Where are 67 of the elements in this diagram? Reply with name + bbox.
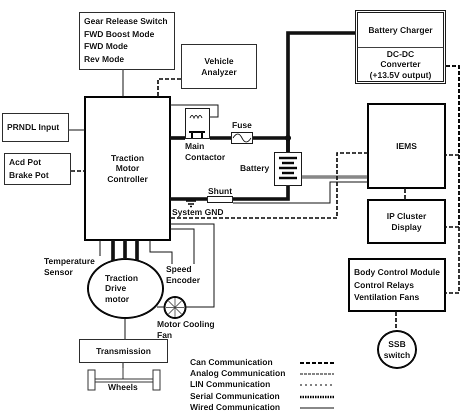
box-label: DC-DC Converter (+13.5V output): [368, 48, 432, 80]
wire: [135, 241, 139, 262]
wire: [233, 186, 290, 201]
component-box: [367, 103, 446, 189]
wire: [171, 197, 207, 201]
wire: [122, 70, 124, 96]
wire: [302, 175, 367, 179]
box-label: Ventilation Fans: [354, 292, 420, 303]
component-label: Fuse: [232, 120, 252, 131]
component-box: [355, 10, 446, 84]
component-label: Battery: [240, 163, 270, 174]
node-label: Traction Drive motor: [105, 272, 140, 304]
wire: [210, 136, 231, 140]
wire: [156, 224, 214, 308]
box-label: PRNDL Input: [7, 122, 60, 133]
component-box: [84, 96, 171, 241]
component-label: System GND: [172, 207, 224, 218]
wire: [71, 170, 84, 172]
component-box: [79, 12, 175, 70]
box-label: FWD Mode: [84, 41, 129, 52]
component-label: Main Contactor: [185, 141, 226, 162]
box-label: Rev Mode: [84, 54, 126, 64]
component-label: Speed Encoder: [166, 264, 202, 286]
legend-label: LIN Communication: [190, 379, 270, 390]
component-box: [2, 113, 69, 142]
box-label: IEMS: [395, 140, 418, 152]
wire: [170, 104, 218, 118]
wire: [171, 136, 185, 140]
component-box: [4, 153, 71, 185]
box-label: Gear Release Switch: [84, 16, 169, 27]
box-label: Brake Pot: [9, 170, 50, 181]
legend-label: Wired Communication: [190, 402, 280, 411]
wire: [232, 182, 368, 204]
box-label: Vehicle Analyzer: [200, 56, 238, 78]
legend-label: Analog Communication: [190, 368, 286, 379]
wire: [123, 241, 127, 258]
box-label: Acd Pot: [9, 157, 42, 168]
component-box: [367, 199, 446, 244]
component-label: Temperature Sensor: [44, 256, 96, 278]
wire: [170, 228, 194, 264]
wire: [111, 241, 115, 263]
box-label: Transmission: [96, 346, 151, 356]
component-label: Motor Cooling Fan: [157, 319, 216, 340]
component-box: [79, 339, 168, 363]
wire: [157, 78, 181, 96]
wire: [446, 65, 460, 294]
legend-label: Serial Communication: [190, 390, 280, 402]
wire: [124, 318, 126, 340]
wire: [286, 31, 355, 152]
legend-label: Can Communication: [190, 357, 273, 368]
component-label: Wheels: [108, 382, 138, 393]
node-label: SSB switch: [384, 338, 410, 360]
wire: [171, 152, 367, 219]
component-box: [181, 44, 257, 89]
box-label: Battery Charger: [368, 24, 433, 36]
box-label: FWD Boost Mode: [84, 28, 156, 40]
switch-circle: [377, 330, 417, 369]
wire: [150, 240, 172, 264]
component-box: [348, 258, 446, 312]
component-label: Shunt: [208, 186, 232, 197]
box-label: Traction Motor Controller: [106, 152, 149, 184]
wire: [122, 362, 124, 368]
box-label: Body Control Module: [354, 267, 440, 278]
wire: [395, 312, 397, 330]
box-label: Control Relays: [354, 280, 415, 290]
wire: [404, 189, 406, 199]
box-label: IP Cluster Display: [386, 210, 428, 232]
